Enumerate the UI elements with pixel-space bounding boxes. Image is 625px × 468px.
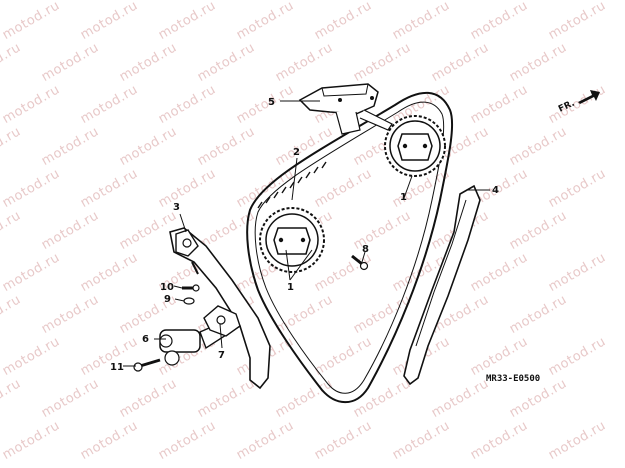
bolt-8 xyxy=(351,254,369,271)
lower-cam-sprocket xyxy=(259,207,325,273)
upper-cam-sprocket xyxy=(384,115,446,177)
callout-6: 6 xyxy=(142,334,149,345)
bolt-11 xyxy=(133,358,161,372)
callout-11: 11 xyxy=(110,362,124,373)
callout-7: 7 xyxy=(218,350,225,361)
callout-4: 4 xyxy=(492,185,499,196)
fr-label: FR. xyxy=(557,99,576,115)
washer-9 xyxy=(183,297,195,305)
front-direction-indicator: FR. xyxy=(557,90,600,115)
gasket xyxy=(203,305,241,337)
fr-arrow-icon xyxy=(578,90,600,104)
callout-8: 8 xyxy=(362,244,369,255)
callout-9: 9 xyxy=(164,294,171,305)
callout-10: 10 xyxy=(160,282,174,293)
chain-links xyxy=(257,161,327,209)
chain-guide-bracket xyxy=(298,83,393,135)
leader-lines xyxy=(123,100,490,367)
callout-1-upper: 1 xyxy=(400,192,407,203)
callout-5: 5 xyxy=(268,97,275,108)
cam-chain-inner xyxy=(254,101,445,394)
cam-chain xyxy=(246,91,454,404)
chain-guide xyxy=(403,184,481,386)
bolt-10 xyxy=(182,284,200,292)
callout-1-lower: 1 xyxy=(287,282,294,293)
callout-2: 2 xyxy=(293,147,300,158)
callout-3: 3 xyxy=(173,202,180,213)
diagram-code: MR33-E0500 xyxy=(486,374,540,384)
